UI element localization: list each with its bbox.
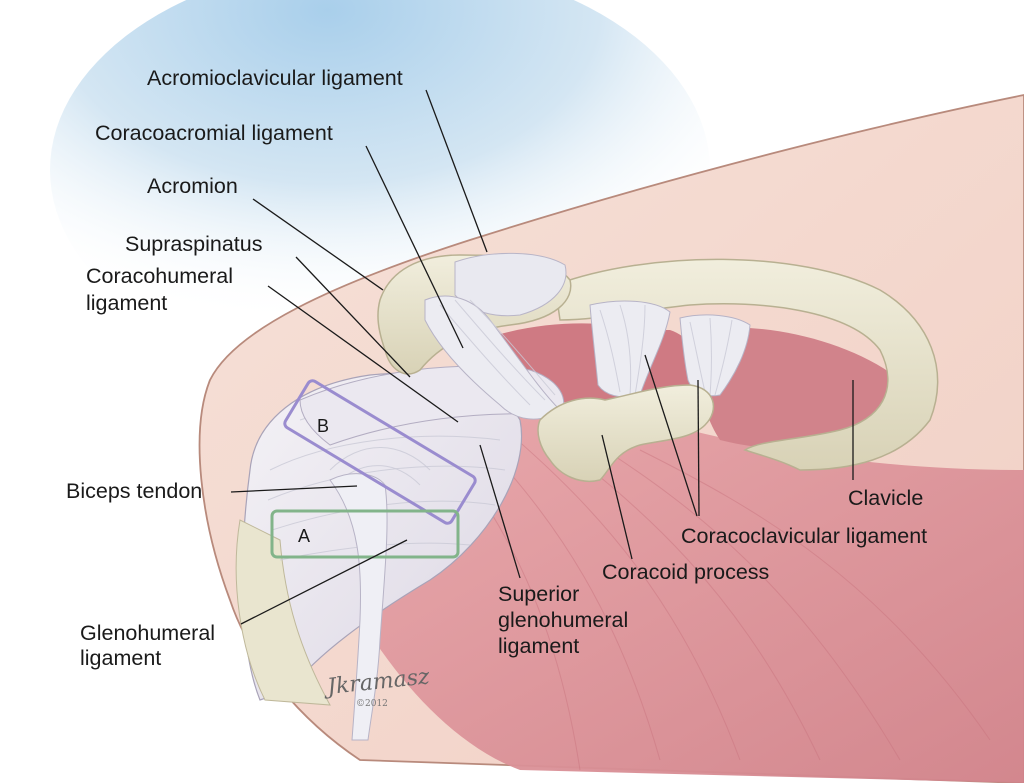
region-box-a: [270, 509, 460, 559]
leader-lines: [230, 89, 854, 625]
region-box-b: [283, 379, 477, 525]
coracoclavicular-fibers: [599, 304, 733, 396]
label-clavicle: Clavicle: [848, 486, 923, 510]
trapezoid-ligament-shape: [589, 300, 671, 398]
label-superior-gh-line3: ligament: [498, 634, 579, 658]
humerus-shaft-bone: [235, 519, 331, 706]
label-supraspinatus: Supraspinatus: [125, 232, 262, 256]
label-coracoacromial-ligament: Coracoacromial ligament: [95, 121, 333, 145]
label-superior-gh-line2: glenohumeral: [498, 608, 628, 632]
label-acromion: Acromion: [147, 174, 238, 198]
signature-year: ©2012: [356, 699, 388, 709]
anatomy-labels: Acromioclavicular ligament Coracoacromia…: [66, 66, 927, 670]
label-glenohumeral-line1: Glenohumeral: [80, 621, 215, 645]
coracoacromial-fibers: [439, 299, 556, 406]
label-biceps-tendon: Biceps tendon: [66, 479, 202, 503]
clavicle-bone: [554, 258, 939, 471]
coracoclavicular-gap-muscle: [698, 327, 911, 452]
label-acromioclavicular-ligament: Acromioclavicular ligament: [147, 66, 403, 90]
region-box-a-label: A: [298, 526, 310, 546]
label-superior-gh-line1: Superior: [498, 582, 579, 606]
label-coracoclavicular-ligament: Coracoclavicular ligament: [681, 524, 927, 548]
region-box-b-label: B: [317, 416, 329, 436]
coracoid-process-bone: [537, 384, 715, 482]
label-coracohumeral-line2: ligament: [86, 291, 167, 315]
label-glenohumeral-line2: ligament: [80, 646, 161, 670]
conoid-ligament-shape: [679, 314, 751, 397]
label-coracohumeral-line1: Coracohumeral: [86, 264, 233, 288]
label-coracoid-process: Coracoid process: [602, 560, 769, 584]
